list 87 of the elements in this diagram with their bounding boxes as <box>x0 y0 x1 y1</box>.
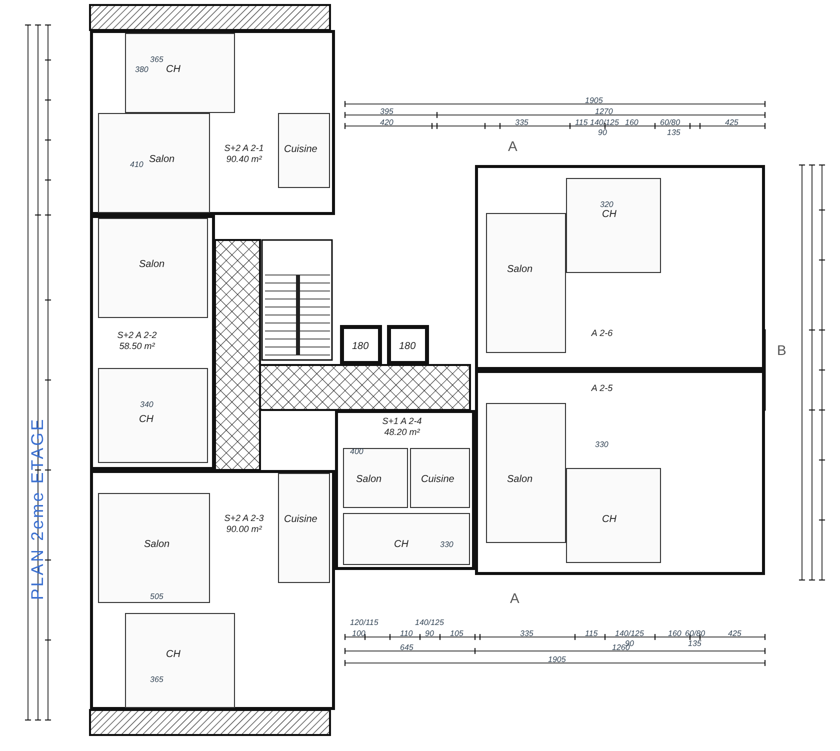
apartment-label: S+2 A 2-3 90.00 m² <box>223 513 265 535</box>
dimension-text: 135 <box>667 128 680 137</box>
room-label: Salon <box>144 539 170 550</box>
apartment-label: A 2-6 <box>590 328 614 339</box>
apartment-outline <box>475 165 765 370</box>
room-dimension: 365 <box>150 55 164 64</box>
room-outline <box>410 448 470 508</box>
room-label: Salon <box>139 259 165 270</box>
apartment-label: S+2 A 2-2 58.50 m² <box>116 330 158 352</box>
dimension-text: 160 <box>625 118 638 127</box>
room-outline <box>98 218 208 318</box>
dimension-text: 140/125 <box>415 618 444 627</box>
dimension-text: 140/125 <box>615 629 644 638</box>
apartment-label: A 2-5 <box>590 383 614 394</box>
room-outline <box>343 448 408 508</box>
apartment-outline <box>475 370 765 575</box>
apartment-label: S+1 A 2-4 48.20 m² <box>381 416 423 438</box>
elevator-shaft <box>387 325 429 365</box>
room-outline <box>343 513 470 565</box>
room-outline <box>566 178 661 273</box>
room-label: CH <box>602 209 616 220</box>
room-label: CH <box>166 64 180 75</box>
dimension-text: 1270 <box>595 107 613 116</box>
dimension-text: 395 <box>380 107 394 116</box>
apartment-label: S+2 A 2-1 90.40 m² <box>223 143 265 165</box>
room-outline <box>125 33 235 113</box>
plan-title: PLAN 2eme ETAGE <box>28 417 48 600</box>
room-label: Cuisine <box>421 474 454 485</box>
room-label: 180 <box>352 341 369 352</box>
room-outline <box>125 613 235 708</box>
dimension-text: 120/115 <box>350 618 378 627</box>
room-outline <box>486 403 566 543</box>
dimension-text: 115 <box>585 629 598 638</box>
dimension-text: 60/80 <box>685 629 706 638</box>
room-label: CH <box>602 514 616 525</box>
dimension-text: 1905 <box>548 655 566 664</box>
room-dimension: 380 <box>135 65 148 74</box>
dimension-text: 160 <box>668 629 682 638</box>
room-label: Cuisine <box>284 514 318 525</box>
room-label: Salon <box>507 264 533 275</box>
apartment-outline <box>335 410 475 570</box>
apartment-outline <box>90 470 335 710</box>
section-marker: A <box>508 138 518 154</box>
room-dimension: 365 <box>150 675 164 684</box>
room-label: CH <box>139 414 154 425</box>
room-outline <box>98 368 208 463</box>
dimension-text: 60/80 <box>660 118 680 127</box>
room-label: 180 <box>399 341 416 352</box>
room-outline <box>486 213 566 353</box>
dimension-text: 335 <box>520 629 534 638</box>
section-marker: B <box>777 342 786 358</box>
dimension-text: 90 <box>598 128 607 137</box>
section-marker: A <box>510 590 520 606</box>
dimension-text: 135 <box>688 639 702 648</box>
elevator-shaft <box>340 325 382 365</box>
dimension-text: 335 <box>515 118 528 127</box>
dimension-text: 140/125 <box>590 118 619 127</box>
room-label: Salon <box>356 474 382 485</box>
dimension-text: 110 <box>400 629 413 638</box>
room-outline <box>566 468 661 563</box>
room-outline <box>278 113 330 188</box>
dimension-text: 425 <box>728 629 742 638</box>
room-dimension: 410 <box>130 160 144 169</box>
room-label: CH <box>394 539 408 550</box>
room-outline <box>98 493 210 603</box>
room-label: CH <box>166 649 180 660</box>
room-label: Cuisine <box>284 144 318 155</box>
dimension-text: 90 <box>425 629 434 638</box>
dimension-text: 420 <box>380 118 394 127</box>
dimension-text: 100 <box>352 629 366 638</box>
room-label: Salon <box>507 474 533 485</box>
dimension-text: 1905 <box>585 96 603 105</box>
room-dimension: 400 <box>350 447 364 456</box>
room-label: Salon <box>149 154 175 165</box>
room-dimension: 330 <box>595 440 608 449</box>
dimension-text: 645 <box>400 643 414 652</box>
room-dimension: 505 <box>150 592 164 601</box>
room-dimension: 330 <box>440 540 454 549</box>
dimension-text: 105 <box>450 629 464 638</box>
room-dimension: 340 <box>140 400 154 409</box>
room-outline <box>278 473 330 583</box>
apartment-outline <box>90 30 335 215</box>
dimension-text: 425 <box>725 118 738 127</box>
dimension-text: 115 <box>575 118 588 127</box>
room-outline <box>98 113 210 213</box>
apartment-outline <box>90 215 215 470</box>
room-dimension: 320 <box>600 200 614 209</box>
